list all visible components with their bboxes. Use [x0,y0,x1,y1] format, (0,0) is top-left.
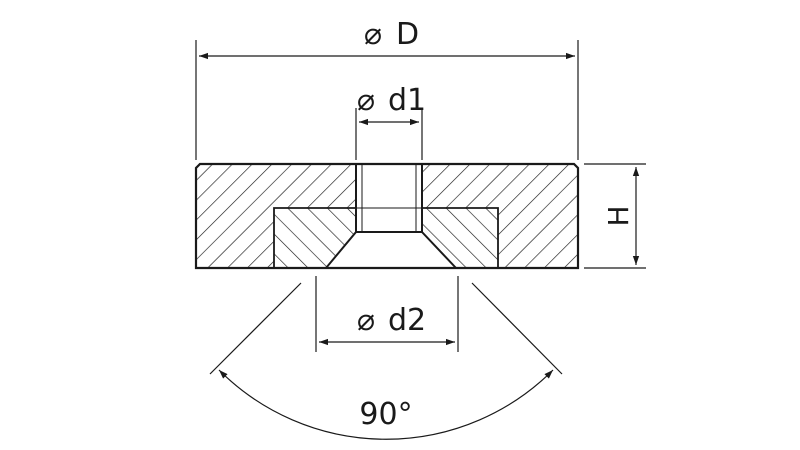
dimension-countersink-diameter: ⌀ d2 [315,276,459,352]
dimension-height: H [584,163,646,269]
dimension-outer-diameter: ⌀ D [195,17,579,160]
bore [356,164,422,232]
countersink-angle-label: 90° [359,397,412,432]
dimension-hole-diameter: ⌀ d1 [355,83,426,160]
hole-diameter-symbol: ⌀ [357,83,375,118]
hole-diameter-label: d1 [388,83,426,118]
section-body [194,162,580,270]
countersink-diameter-label: d2 [388,303,426,338]
height-label: H [602,205,635,226]
countersink-diameter-symbol: ⌀ [357,303,375,338]
outer-diameter-label: D [396,17,419,52]
outer-diameter-symbol: ⌀ [364,17,382,52]
dimension-countersink-angle: 90° [209,282,563,440]
